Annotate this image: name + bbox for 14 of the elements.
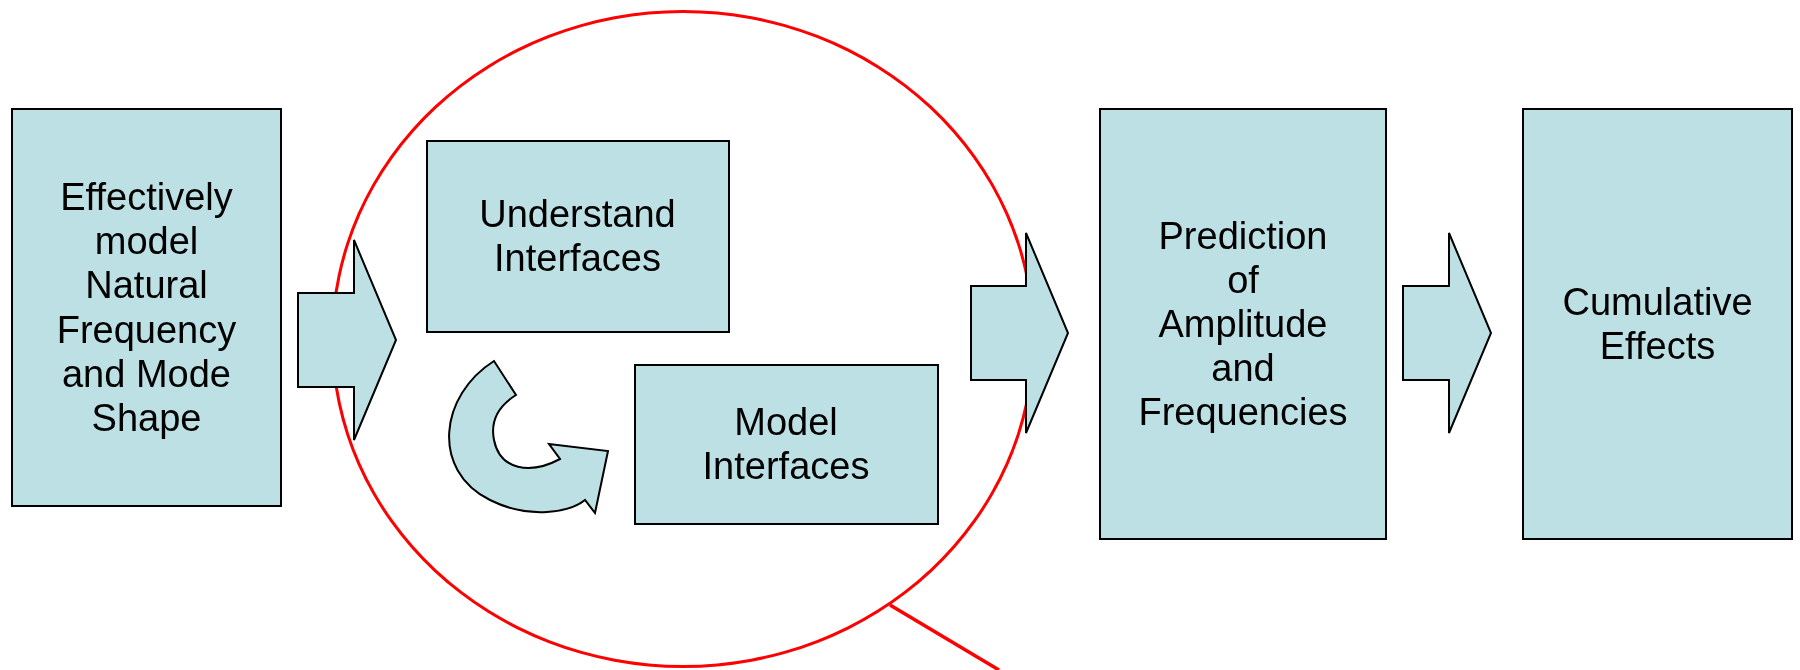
process-box bbox=[11, 108, 282, 507]
process-box bbox=[1522, 108, 1793, 540]
process-box bbox=[633, 363, 939, 525]
process-box bbox=[425, 139, 730, 333]
box-label: Model Interfaces bbox=[701, 399, 871, 489]
block-arrow bbox=[1402, 232, 1493, 434]
block-arrow bbox=[970, 232, 1070, 434]
block-arrow bbox=[297, 239, 398, 441]
box-label: Effectively model Natural Frequency and Mode Shape bbox=[55, 175, 238, 440]
box-label: Cumulative Effects bbox=[1561, 279, 1754, 369]
box-label: Prediction of Amplitude and Frequencies bbox=[1138, 213, 1348, 435]
box-label: Understand Interfaces bbox=[478, 191, 677, 281]
curved-arrow bbox=[448, 360, 609, 514]
process-box bbox=[1099, 108, 1387, 540]
